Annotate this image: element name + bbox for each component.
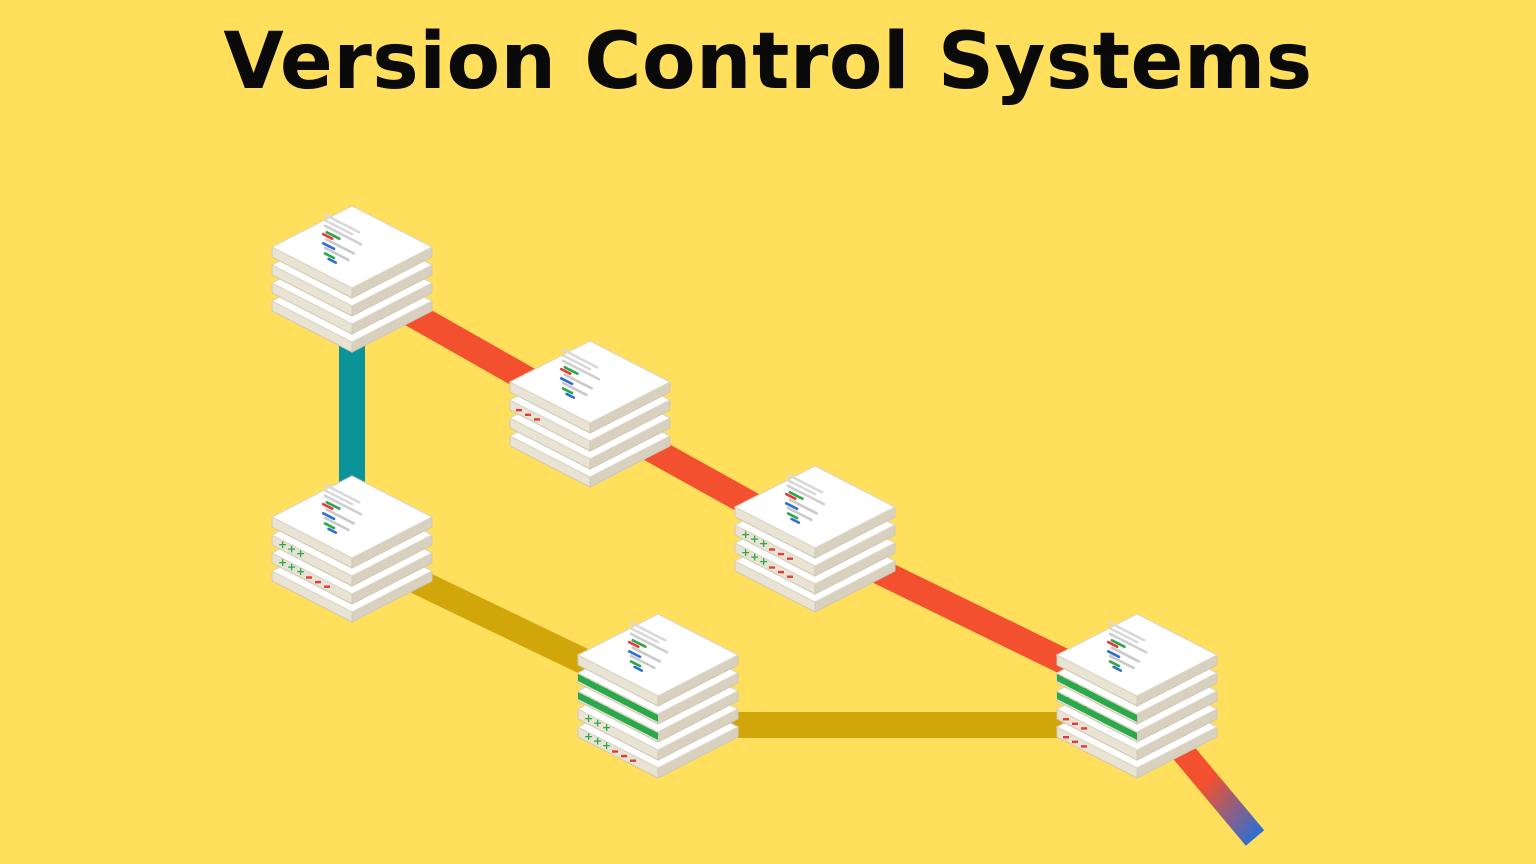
svg-text:+: + — [741, 546, 750, 559]
code-diff-lines — [321, 213, 363, 264]
version-sheet — [270, 475, 434, 569]
svg-text:+: + — [759, 537, 768, 550]
version-sheet — [1055, 613, 1219, 707]
svg-text:+: + — [1081, 703, 1090, 716]
diff-mark-added: +++ — [578, 692, 658, 740]
diff-mark-added-removed: +++ — [741, 528, 793, 560]
version-sheet — [270, 205, 434, 299]
svg-text:+: + — [1063, 694, 1072, 707]
svg-text:+: + — [602, 739, 611, 752]
svg-text:+: + — [593, 699, 602, 712]
diff-mark-removed — [516, 409, 540, 421]
commit-stacks: ++++++++++++++++++++++++++++++ — [270, 205, 1219, 779]
commit-stack-c2 — [508, 340, 672, 488]
svg-text:+: + — [296, 565, 305, 578]
svg-text:+: + — [602, 721, 611, 734]
svg-text:+: + — [278, 556, 287, 569]
version-sheet — [576, 613, 740, 707]
svg-text:+: + — [593, 717, 602, 730]
svg-text:+: + — [602, 685, 611, 698]
diff-mark-added: +++ — [584, 712, 611, 734]
commit-stack-c5: ++++++++++++ — [576, 613, 740, 779]
code-diff-lines — [784, 473, 826, 524]
svg-text:+: + — [602, 703, 611, 716]
svg-text:+: + — [593, 681, 602, 694]
diff-mark-added-removed: +++ — [278, 556, 330, 588]
svg-text:+: + — [584, 730, 593, 743]
svg-text:+: + — [1072, 681, 1081, 694]
version-sheet — [508, 340, 672, 434]
commit-stack-c6: ++++++ — [1055, 613, 1219, 779]
commit-stack-c3: ++++++ — [270, 475, 434, 623]
diff-mark-removed — [1063, 718, 1087, 730]
svg-text:+: + — [584, 712, 593, 725]
code-diff-lines — [627, 621, 669, 672]
diff-mark-added: +++ — [1057, 692, 1137, 740]
svg-text:+: + — [287, 543, 296, 556]
svg-text:+: + — [1081, 685, 1090, 698]
commit-stack-c4: ++++++ — [733, 465, 897, 613]
svg-text:+: + — [287, 561, 296, 574]
svg-text:+: + — [584, 676, 593, 689]
diff-mark-added: +++ — [578, 674, 658, 722]
svg-text:+: + — [278, 538, 287, 551]
svg-text:+: + — [750, 551, 759, 564]
diff-mark-removed — [1063, 736, 1087, 748]
svg-text:+: + — [1072, 699, 1081, 712]
page-title: Version Control Systems — [223, 17, 1313, 107]
diff-mark-added: +++ — [278, 538, 305, 560]
code-diff-lines — [559, 348, 601, 399]
svg-text:+: + — [759, 555, 768, 568]
diff-mark-added-removed: +++ — [584, 730, 636, 762]
version-sheet — [733, 465, 897, 559]
diff-mark-added-removed: +++ — [741, 546, 793, 578]
svg-text:+: + — [741, 528, 750, 541]
svg-text:+: + — [296, 547, 305, 560]
svg-text:+: + — [584, 694, 593, 707]
code-diff-lines — [321, 483, 363, 534]
svg-text:+: + — [750, 533, 759, 546]
diff-mark-added: +++ — [1057, 674, 1137, 722]
svg-text:+: + — [1063, 676, 1072, 689]
commit-stack-c1 — [270, 205, 434, 353]
svg-text:+: + — [593, 735, 602, 748]
code-diff-lines — [1106, 621, 1148, 672]
